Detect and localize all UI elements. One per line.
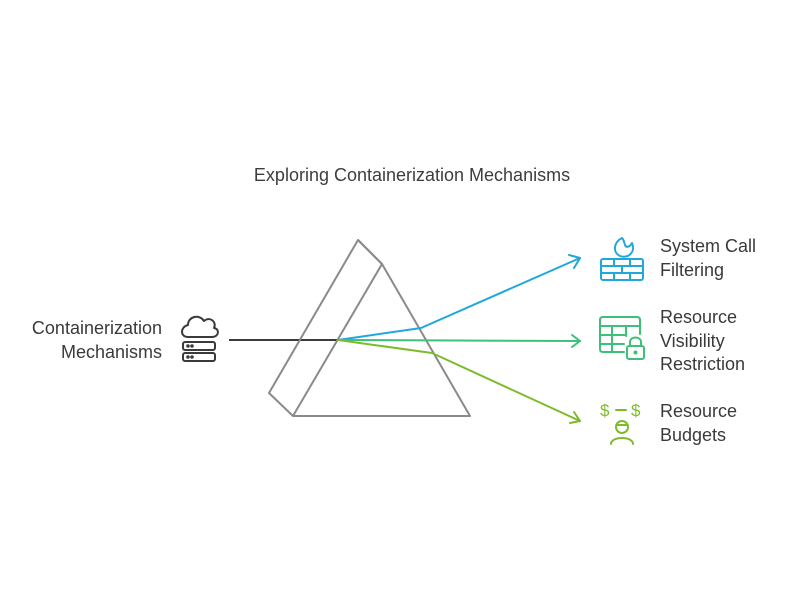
budget-person-icon: $ $: [600, 401, 641, 445]
source-label: Containerization Mechanisms: [31, 318, 162, 362]
diagram-title: Exploring Containerization Mechanisms: [253, 165, 571, 185]
beam-resource-budgets: [337, 339, 581, 424]
locked-table-icon: [599, 316, 645, 360]
svg-text:$: $: [600, 401, 610, 420]
svg-text:$: $: [631, 401, 641, 420]
firewall-icon: [600, 237, 644, 281]
beam-resource-visibility-restriction: [337, 334, 581, 348]
output-label-resource-visibility-restriction: Resource Visibility Restriction: [660, 307, 746, 374]
output-label-system-call-filtering: System Call Filtering: [660, 236, 757, 280]
beam-system-call-filtering: [337, 254, 581, 341]
cloud-server-icon: [181, 315, 219, 362]
output-label-resource-budgets: Resource Budgets: [660, 401, 738, 445]
prism: [268, 239, 471, 417]
